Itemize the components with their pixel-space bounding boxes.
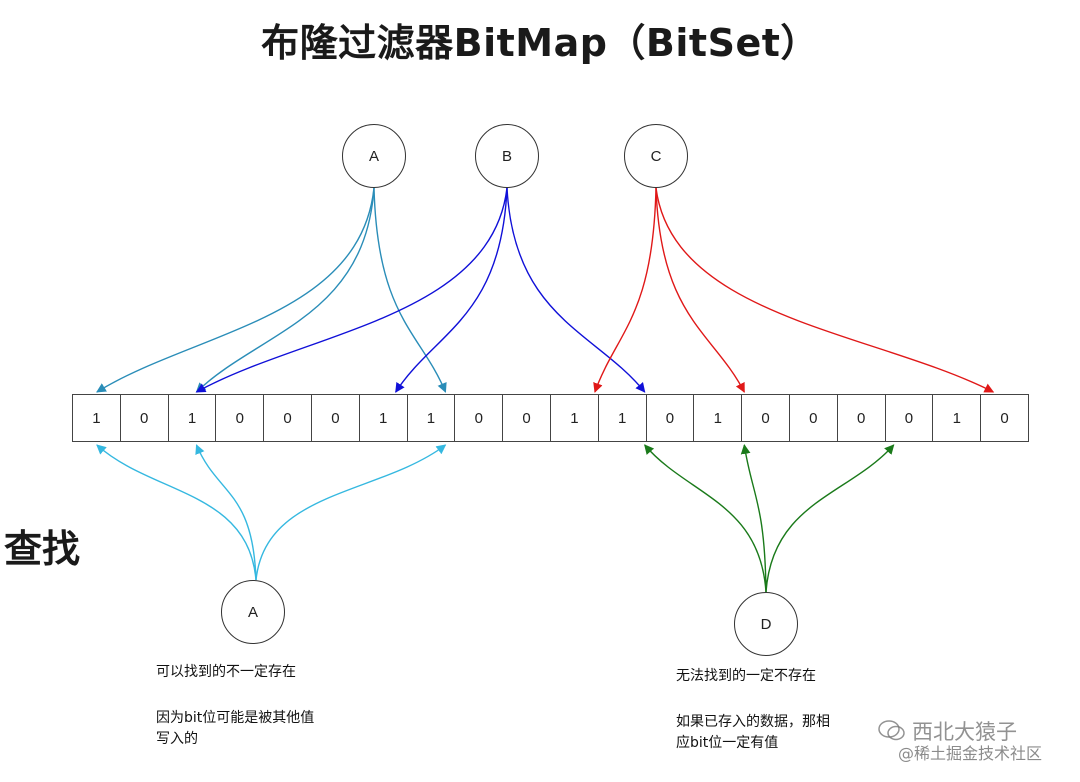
bit-cell-2: 1 [167,394,217,442]
arrow-top-c-to-bit-10 [593,187,657,393]
node-label: A [247,603,258,621]
watermark: 西北大猿子 @稀土掘金技术社区 [878,716,1078,776]
node-label: C [650,147,662,165]
node-a-bottom: A [221,580,285,644]
node-label: D [760,615,772,633]
arrow-bottom-a-to-bit-0 [96,444,257,581]
bit-cell-14: 0 [741,394,790,442]
arrow-bottom-d-to-bit-11 [644,444,767,593]
arrow-top-b-to-bit-11 [506,187,646,393]
bit-cell-6: 1 [358,394,408,442]
bit-cell-0: 1 [72,394,121,442]
arrow-bottom-d-to-bit-13 [740,444,767,593]
bit-cell-12: 0 [645,394,695,442]
arrow-bottom-a-to-bit-7 [255,444,447,581]
arrow-top-c-to-bit-13 [655,187,745,393]
arrow-top-a-to-bit-0 [96,187,375,393]
bit-cell-4: 0 [263,394,312,442]
arrow-top-b-to-bit-6 [395,187,508,393]
arrow-top-a-to-bit-2 [195,187,375,393]
node-c-top: C [624,124,688,188]
watermark-name: 西北大猿子 [912,720,1017,744]
bit-cell-15: 0 [788,394,838,442]
note-d-line2: 如果已存入的数据，那相 应bit位一定有值 [676,714,830,751]
node-d-bottom: D [734,592,798,656]
lookup-section-label: 查找 [4,527,81,571]
node-label: A [368,147,379,165]
bit-cell-3: 0 [215,394,265,442]
bit-cell-17: 0 [884,394,934,442]
bit-cell-7: 1 [406,394,456,442]
note-d-line1: 无法找到的一定不存在 [676,668,816,684]
arrow-top-c-to-bit-18 [655,187,995,393]
arrow-top-b-to-bit-2 [195,187,508,393]
node-b-top: B [475,124,539,188]
arrow-bottom-a-to-bit-2 [195,444,257,581]
bit-cell-18: 1 [932,394,982,442]
bit-cell-13: 1 [693,394,743,442]
wechat-icon [878,720,905,741]
bit-cell-19: 0 [980,394,1029,442]
node-label: B [501,147,512,165]
note-a-line1: 可以找到的不一定存在 [156,664,296,680]
node-a-top: A [342,124,406,188]
bit-cell-16: 0 [836,394,886,442]
arrow-bottom-d-to-bit-16 [765,444,895,593]
bit-cell-11: 1 [597,394,647,442]
bit-cell-8: 0 [454,394,504,442]
bit-cell-10: 1 [549,394,599,442]
bit-cell-1: 0 [119,394,169,442]
bit-cell-9: 0 [502,394,551,442]
arrow-top-a-to-bit-7 [373,187,447,393]
diagram-title: 布隆过滤器BitMap（BitSet） [261,21,819,65]
note-a-line2: 因为bit位可能是被其他值 写入的 [156,710,315,747]
watermark-site: @稀土掘金技术社区 [898,744,1043,763]
bit-cell-5: 0 [310,394,360,442]
